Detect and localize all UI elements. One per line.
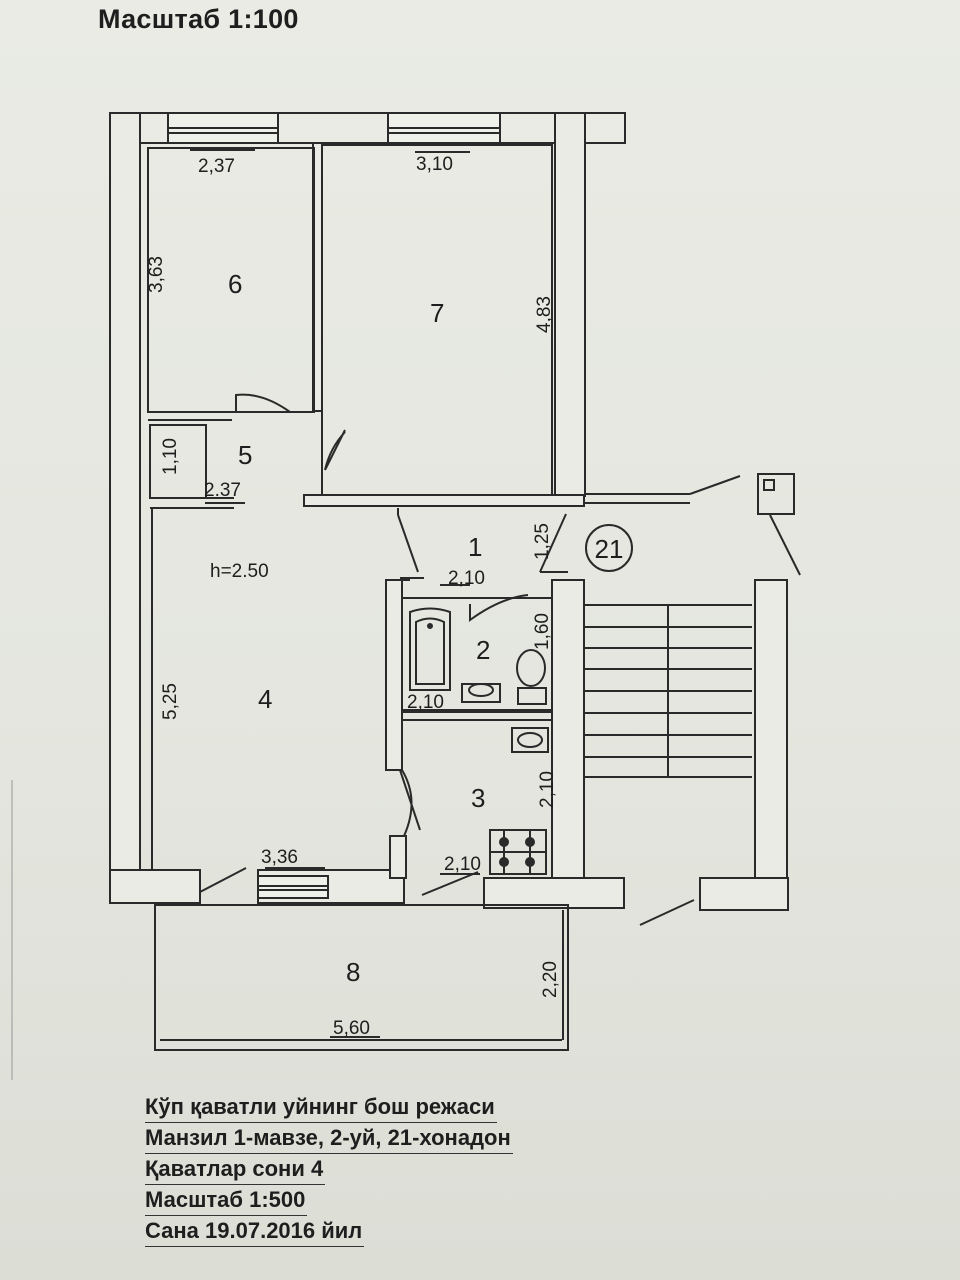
wall-1-7 — [303, 494, 585, 507]
dim-room-1-width: 2,10 — [448, 568, 485, 589]
dim-room-2-height: 1,60 — [532, 613, 553, 650]
bathtub — [409, 607, 451, 691]
wall-bath-stairs — [551, 579, 585, 879]
room-number-2: 2 — [476, 635, 490, 665]
dim-room-7-height: 4,83 — [534, 296, 555, 333]
dim-room-6-width: 2,37 — [198, 156, 235, 177]
apartment-number: 21 — [595, 534, 624, 564]
door-room-7 — [324, 429, 346, 471]
scale-title: Масштаб 1:100 — [98, 4, 299, 34]
staircase — [584, 604, 752, 778]
dim-room-5-width: 2.37 — [204, 480, 241, 501]
room-number-7: 7 — [430, 298, 444, 328]
caption-floors: Қаватлар сони 4 — [145, 1154, 326, 1185]
room-number-4: 4 — [258, 684, 272, 714]
dim-room-8-height: 2,20 — [540, 961, 561, 998]
caption-address: Манзил 1-мавзе, 2-уй, 21-хонадон — [145, 1123, 513, 1154]
room-number-1: 1 — [468, 532, 482, 562]
dim-room-5-height: 1,10 — [160, 438, 181, 475]
apartment-number-circle — [585, 524, 633, 572]
dim-room-6-height: 3,63 — [146, 256, 167, 293]
ceiling-height-label: h=2.50 — [210, 561, 269, 582]
floor-plan: 21 6 7 5 1 2 4 3 8 h=2.50 2,37 3,10 2.37… — [11, 112, 801, 1080]
door-room-6 — [235, 393, 291, 413]
dim-room-7-width: 3,10 — [416, 154, 453, 175]
door-balcony — [199, 867, 247, 893]
utility-box — [757, 473, 795, 515]
wall-left — [109, 112, 141, 904]
door-entrance-hall — [397, 514, 419, 573]
dim-room-1-height: 1,25 — [532, 523, 553, 560]
wall-right-upper — [554, 112, 586, 497]
dim-room-2-width: 2,10 — [407, 692, 444, 713]
caption-scale: Масштаб 1:500 — [145, 1185, 308, 1216]
dim-room-3-height: 2,10 — [537, 771, 558, 808]
wall-stairs-bottom — [699, 877, 789, 911]
dim-room-4-width: 3,36 — [261, 847, 298, 868]
wall-stairs-right — [754, 579, 788, 911]
caption-title: Кўп қаватли уйнинг бош режаси — [145, 1092, 497, 1123]
wall-4-bath — [385, 579, 403, 771]
room-number-8: 8 — [346, 957, 360, 987]
door-entrance — [539, 513, 567, 573]
room-number-6: 6 — [228, 269, 242, 299]
dim-room-4-height: 5,25 — [160, 683, 181, 720]
wall-4-kitchen — [389, 835, 407, 879]
door-bathroom — [469, 594, 529, 622]
wall-bottom-right — [483, 877, 625, 909]
door-stairwell — [639, 899, 695, 926]
dim-room-8-width: 5,60 — [333, 1018, 370, 1039]
caption-date: Сана 19.07.2016 йил — [145, 1216, 365, 1247]
plan-caption: Кўп қаватли уйнинг бош режаси Манзил 1-м… — [145, 1092, 513, 1247]
door-neighbour — [689, 475, 801, 576]
bathroom-sink — [461, 683, 501, 703]
room-number-3: 3 — [471, 783, 485, 813]
room-number-5: 5 — [238, 440, 252, 470]
dim-room-3-width: 2,10 — [444, 854, 481, 875]
door-kitchen-balcony — [421, 871, 479, 896]
toilet — [516, 649, 546, 687]
wall-bottom-left — [109, 869, 201, 904]
kitchen-sink — [511, 727, 549, 753]
room-8-balcony — [154, 904, 569, 1051]
door-kitchen — [399, 769, 421, 837]
